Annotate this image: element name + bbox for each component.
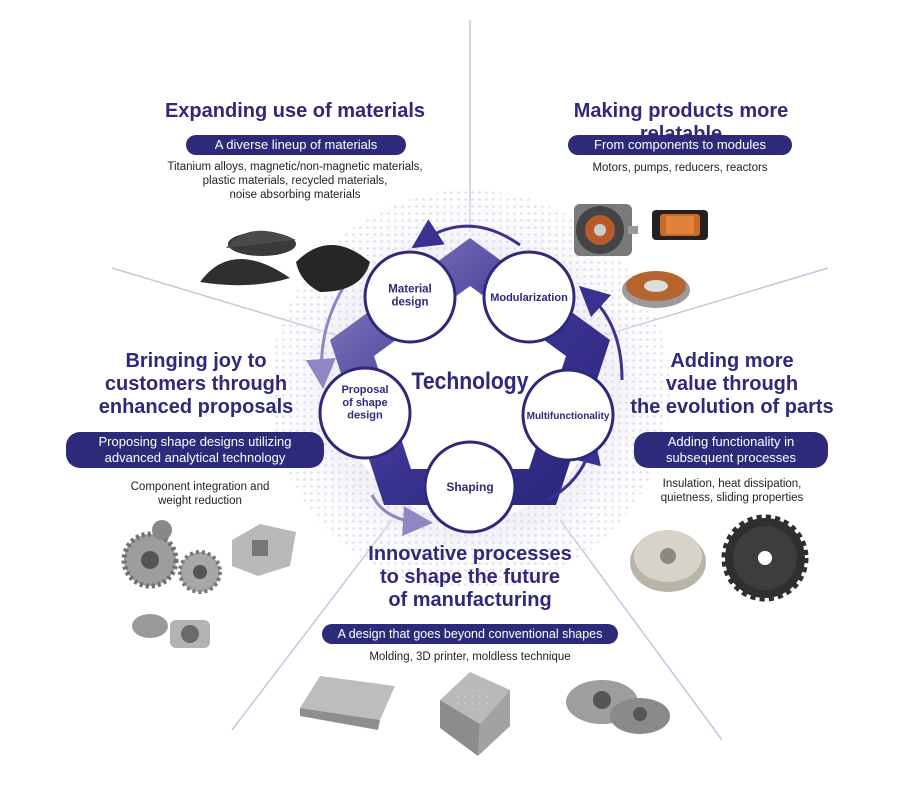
section-joy-pill: Proposing shape designs utilizing advanc… xyxy=(66,432,324,468)
section-relatable-pill: From components to modules xyxy=(568,135,792,155)
section-materials-pill: A diverse lineup of materials xyxy=(186,135,406,155)
node-proposal xyxy=(318,366,412,460)
rotor-part-icon xyxy=(622,271,690,308)
node-label-multifunctionality: Multifunctionality xyxy=(527,411,610,422)
rotor-plate-icon xyxy=(630,530,706,592)
node-multifunctionality xyxy=(521,368,615,462)
stator-coil-icon xyxy=(652,210,708,240)
metal-block-icon xyxy=(300,676,395,730)
center-title: Technology xyxy=(412,368,529,395)
node-material-design xyxy=(363,250,457,344)
lattice-cube-icon xyxy=(440,672,510,756)
section-materials-title: Expanding use of materials xyxy=(164,100,426,122)
section-relatable-desc: Motors, pumps, reducers, reactors xyxy=(592,162,768,174)
motor-module-icon xyxy=(574,204,638,256)
bracket-icon xyxy=(232,524,296,576)
node-modularization xyxy=(482,250,576,344)
node-circles xyxy=(318,250,615,534)
impeller-icon xyxy=(566,680,670,734)
section-materials-desc: Titanium alloys, magnetic/non-magnetic m… xyxy=(167,161,423,201)
section-joy-desc: Component integration and weight reducti… xyxy=(130,481,270,507)
section-processes-title: Innovative processes to shape the future… xyxy=(368,543,572,611)
powder-pile-icon xyxy=(200,230,370,292)
section-joy-title: Bringing joy to customers through enhanc… xyxy=(98,350,294,418)
section-value-pill: Adding functionality in subsequent proce… xyxy=(634,432,828,468)
node-label-shaping: Shaping xyxy=(446,480,493,494)
gear-icon xyxy=(721,514,809,602)
coupling-icon xyxy=(132,614,210,648)
sprocket-icon xyxy=(121,520,222,594)
section-processes-pill: A design that goes beyond conventional s… xyxy=(322,624,618,644)
node-label-modularization: Modularization xyxy=(490,292,568,304)
section-value-title: Adding more value through the evolution … xyxy=(630,350,834,418)
node-shaping xyxy=(423,440,517,534)
section-relatable-title: Making products more relatable xyxy=(573,100,789,145)
section-value-desc: Insulation, heat dissipation, quietness,… xyxy=(660,478,804,504)
section-processes-desc: Molding, 3D printer, moldless technique xyxy=(369,651,571,663)
